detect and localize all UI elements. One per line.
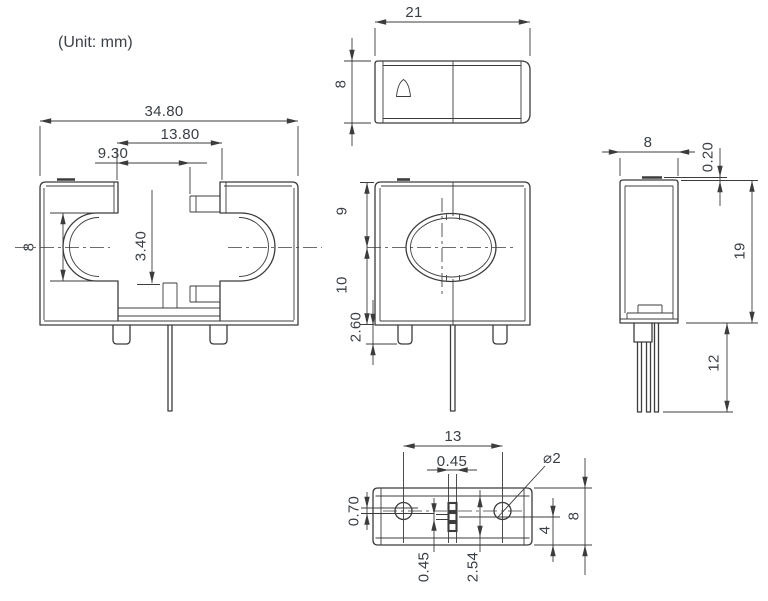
- dim-rear-tab-offset: 9.30: [98, 145, 128, 162]
- dims-front: 9 10 2.60: [334, 182, 397, 365]
- dim-bottom-hole-offset: 0.70: [346, 496, 363, 526]
- unit-note: (Unit: mm): [58, 34, 133, 51]
- view-rear: [15, 178, 322, 412]
- side-pins: [633, 322, 660, 413]
- dim-front-center-to-bottom: 10: [334, 276, 351, 293]
- dim-bottom-hole-spacing: 13: [444, 428, 461, 445]
- bottom-pin-2: [447, 511, 458, 523]
- dim-bottom-pin-width: 0.45: [437, 453, 467, 470]
- dim-side-lid-step: 0.20: [700, 142, 717, 172]
- dim-side-depth: 8: [644, 134, 653, 151]
- dim-rear-opening-height: 8: [21, 243, 38, 252]
- dim-rear-overall-width: 34.80: [144, 103, 183, 120]
- front-centerlines: [367, 198, 516, 297]
- dim-bottom-pin-pitch: 2.54: [465, 552, 482, 582]
- dims-rear: 34.80 13.80 9.30 8 3.40: [21, 103, 299, 285]
- dim-bottom-hole-diameter: ⌀2: [543, 450, 561, 467]
- dim-side-pin-length: 12: [706, 354, 723, 371]
- dim-bottom-pin-row-inset: 4: [537, 526, 554, 535]
- hole-diameter-leader: [497, 465, 546, 518]
- bottom-pin-3: [447, 521, 458, 533]
- rear-feet-and-pin: [112, 324, 228, 412]
- dims-bottom: 13 0.45 ⌀2 0.70 0.45 2.54 4 8: [346, 428, 588, 582]
- dim-rear-tab-depth: 3.40: [133, 231, 150, 261]
- front-pin: [449, 324, 456, 412]
- front-feet: [397, 324, 508, 345]
- dim-top-depth: 8: [333, 80, 350, 89]
- dim-front-center-from-top: 9: [334, 207, 351, 216]
- dim-top-width: 21: [405, 4, 422, 21]
- dim-bottom-depth: 8: [566, 512, 583, 521]
- dim-side-body-height: 19: [732, 242, 749, 259]
- polarity-triangle-icon: [396, 79, 411, 97]
- dim-bottom-pin-thickness: 0.45: [416, 552, 433, 582]
- view-bottom: [361, 452, 592, 546]
- dim-rear-slot-width: 13.80: [160, 126, 199, 143]
- view-top: [374, 60, 531, 124]
- dims-side: 8 0.20 19 12: [602, 134, 758, 413]
- view-side: [619, 176, 679, 413]
- dim-front-standoff-height: 2.60: [348, 312, 365, 342]
- rear-tabs: [162, 195, 220, 308]
- view-front: [367, 178, 531, 412]
- dims-top: 21 8: [333, 4, 531, 146]
- bottom-pin-1: [447, 501, 458, 513]
